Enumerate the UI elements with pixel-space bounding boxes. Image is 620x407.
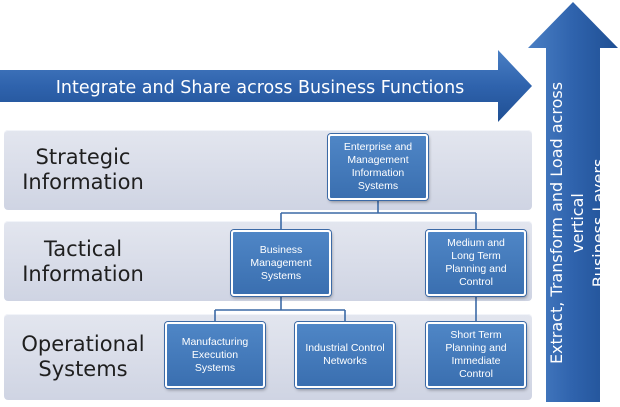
short-term-box: Short Term Planning and Immediate Contro… [426,322,526,388]
operational-layer-label: Operational Systems [21,332,145,381]
enterprise-management-box: Enterprise and Management Information Sy… [328,134,428,200]
medium-long-term-box: Medium and Long Term Planning and Contro… [426,230,526,296]
vertical-arrow-label: Extract, Transform and Load across verti… [547,81,608,365]
business-management-box: Business Management Systems [231,230,331,296]
strategic-layer-band [4,130,532,210]
manufacturing-execution-box: Manufacturing Execution Systems [165,322,265,388]
vertical-arrow [528,2,618,402]
connector-lines [214,200,477,322]
horizontal-arrow-label: Integrate and Share across Business Func… [55,78,465,98]
horizontal-arrow [0,50,532,122]
tactical-layer-label: Tactical Information [22,237,144,286]
strategic-layer-label: Strategic Information [22,145,144,194]
industrial-control-box: Industrial Control Networks [295,322,395,388]
